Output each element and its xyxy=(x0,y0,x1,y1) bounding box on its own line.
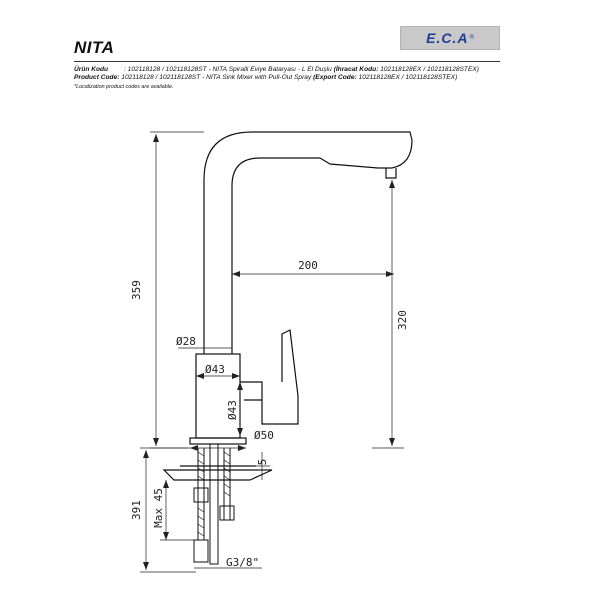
dimension-arrows xyxy=(143,134,395,570)
dim-thread: G3/8" xyxy=(226,556,259,569)
counter-top xyxy=(162,469,273,481)
dim-line-max-thickness xyxy=(160,480,194,541)
export-code-en-label: (Export Code: xyxy=(313,74,357,81)
product-code-tr-label: Ürün Kodu xyxy=(74,66,109,73)
dim-body-diameter-top: Ø43 xyxy=(205,363,225,376)
registered-mark: ® xyxy=(469,35,474,41)
dim-line-base-gap xyxy=(250,452,270,480)
dim-line-hose-length xyxy=(140,447,196,573)
product-code-en: Product Code: 102118128 / 102118128ST - … xyxy=(74,74,457,82)
dim-base-diameter: Ø50 xyxy=(254,429,274,442)
dim-spout-reach: 200 xyxy=(298,259,318,272)
spray-head xyxy=(319,139,413,169)
product-code-en-text: 102118128 / 102118128ST - NITA Sink Mixe… xyxy=(121,74,312,81)
dim-base-gap: 5 xyxy=(256,459,269,466)
product-code-tr: Ürün Kodu : 102118128 / 102118128ST - NIT… xyxy=(74,66,479,74)
product-title: NITA xyxy=(74,38,115,57)
mounting-nut-right xyxy=(219,505,235,521)
product-code-tr-text: : 102118128 / 102118128ST - NITA Spirall… xyxy=(124,66,332,73)
dim-total-height: 359 xyxy=(130,280,143,300)
dim-spout-height: 320 xyxy=(396,310,409,330)
dim-body-diameter-side: Ø43 xyxy=(226,400,239,420)
faucet-outline xyxy=(162,131,413,481)
threaded-shank xyxy=(209,443,219,565)
eca-logo: E.C.A® xyxy=(400,26,500,50)
export-code-en-text: 102118128EX / 102118128STEX) xyxy=(358,74,458,81)
logo-text: E.C.A xyxy=(426,30,469,46)
spout-inner-edge xyxy=(231,157,320,354)
hose-left xyxy=(197,448,205,540)
mounting-assembly xyxy=(193,443,235,565)
dim-lever-diameter: Ø28 xyxy=(176,335,196,348)
product-code-en-label: Product Code: xyxy=(74,74,120,81)
spray-nozzle xyxy=(385,168,397,179)
dimension-lines xyxy=(140,131,404,573)
hose-right xyxy=(223,448,231,520)
thread-hatching xyxy=(197,451,231,537)
header-divider xyxy=(74,61,500,62)
dim-hose-length: 391 xyxy=(130,500,143,520)
dim-line-spout-height xyxy=(372,180,404,449)
localization-note: *Localization product codes are availabl… xyxy=(74,84,174,90)
spout-outer-edge xyxy=(203,131,413,354)
export-code-tr-text: 102118128EX / 102118128STEX) xyxy=(380,66,479,73)
dim-max-thickness: Max 45 xyxy=(152,488,165,528)
lever-handle xyxy=(240,329,299,425)
mounting-nut-left xyxy=(193,487,209,503)
hose-connector xyxy=(193,539,209,563)
export-code-tr-label: (İhracat Kodu: xyxy=(333,66,379,73)
base-plate xyxy=(189,437,247,445)
